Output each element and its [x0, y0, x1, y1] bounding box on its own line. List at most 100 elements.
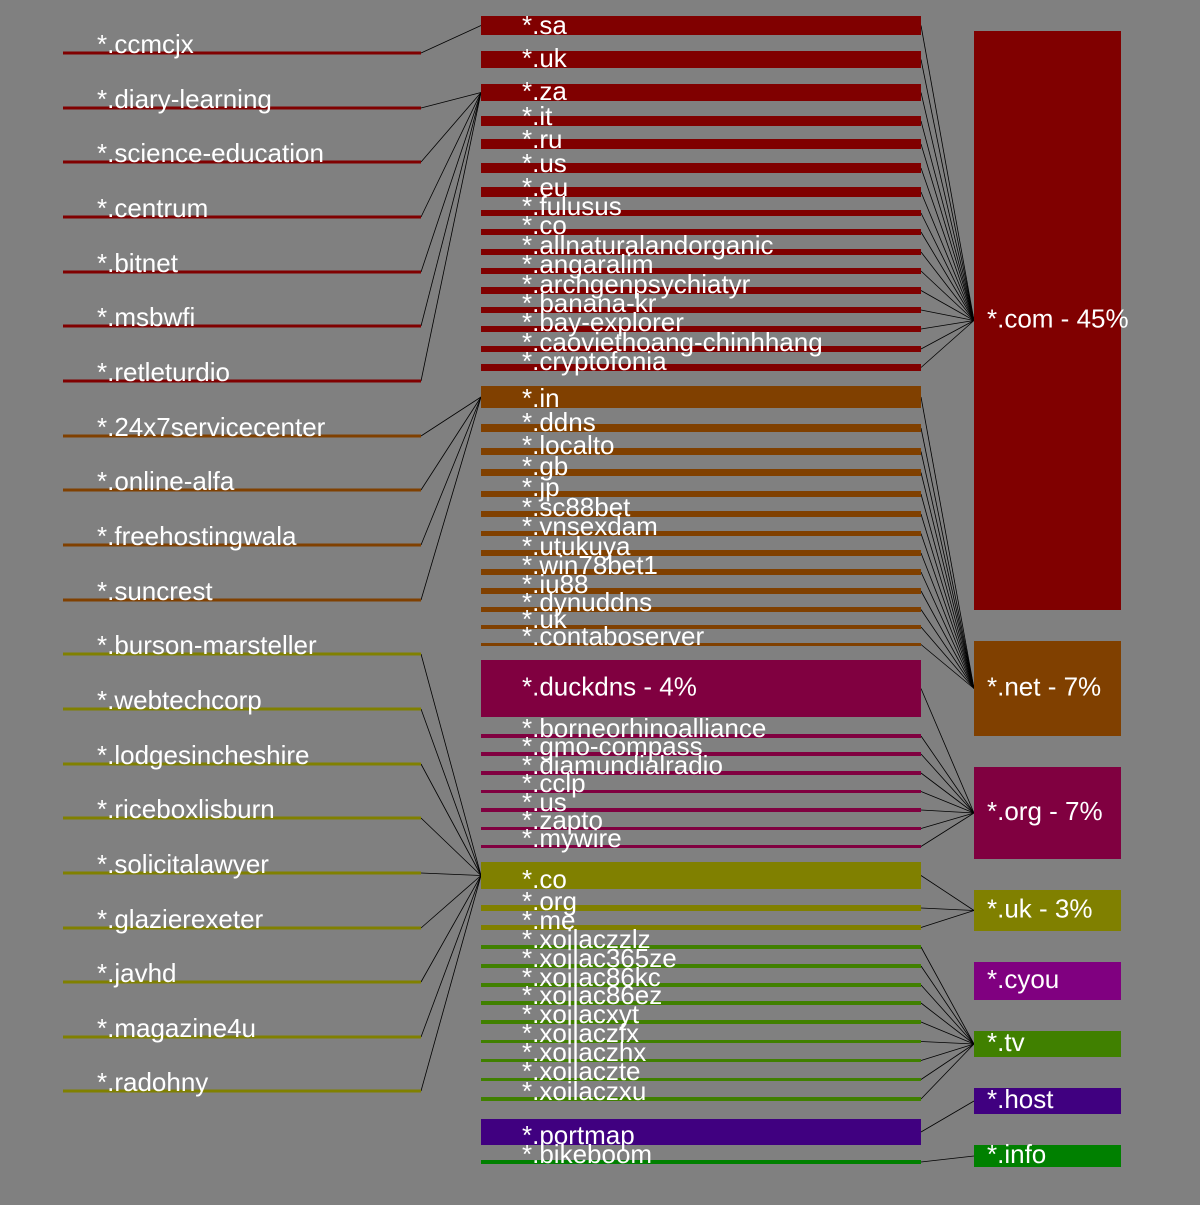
subdomain-bar-science-education: [63, 160, 421, 164]
tld-label-tv: *.tv: [987, 1027, 1025, 1057]
connector-sld-tld-44: [920, 1021, 975, 1045]
sld-label-diamundialradio-32: *.diamundialradio: [522, 750, 723, 780]
sld-bar-localto-18: [481, 448, 921, 455]
subdomain-bar-glazierexeter: [63, 926, 421, 930]
sld-label-in-16: *.in: [522, 383, 560, 413]
connector-sld-tld-39: [920, 910, 975, 928]
connector-sld-tld-17: [920, 427, 975, 689]
sld-label-contaboserver-28: *.contaboserver: [522, 621, 704, 651]
connector-sub-sld-12: [420, 708, 482, 876]
sld-bar-duckdns-4-29: [481, 660, 921, 717]
sld-label-portmap-49: *.portmap: [522, 1120, 635, 1150]
sld-bar-us-34: [481, 808, 921, 812]
connector-sld-tld-0: [920, 25, 975, 321]
sld-label-xoilac86ez-43: *.xoilac86ez: [522, 980, 662, 1010]
sld-bar-xoilacxyt-44: [481, 1020, 921, 1024]
sld-label-cclp-33: *.cclp: [522, 768, 586, 798]
connector-sub-sld-0: [420, 25, 482, 54]
sld-bar-caoviethoang-chinhhang-14: [481, 346, 921, 352]
sld-label-gmo-compass-31: *.gmo-compass: [522, 731, 703, 761]
sld-label-us-34: *.us: [522, 787, 567, 817]
subdomain-bar-webtechcorp: [63, 707, 421, 711]
sld-bar-uk-27: [481, 625, 921, 629]
connector-sld-tld-31: [920, 753, 975, 814]
sld-label-duckdns-4-29: *.duckdns - 4%: [522, 671, 697, 701]
subdomain-label-glazierexeter: *.glazierexeter: [97, 904, 264, 934]
subdomain-label-diary-learning: *.diary-learning: [97, 84, 272, 114]
sld-bar-xoilaczzlz-40: [481, 945, 921, 949]
tld-label-org: *.org - 7%: [987, 796, 1103, 826]
connector-sld-tld-19: [920, 472, 975, 689]
sld-label-za-2: *.za: [522, 76, 567, 106]
sld-bar-gb-19: [481, 469, 921, 476]
sld-label-ru-4: *.ru: [522, 124, 562, 154]
connector-sub-sld-2: [420, 92, 482, 163]
sld-bar-sa-0: [481, 16, 921, 35]
connector-sld-tld-5: [920, 167, 975, 321]
connector-sld-tld-43: [920, 1002, 975, 1045]
connector-sub-sld-3: [420, 92, 482, 218]
connector-sld-tld-6: [920, 191, 975, 321]
connector-sld-tld-29: [920, 688, 975, 814]
sld-label-xoilacxyt-44: *.xoilacxyt: [522, 999, 640, 1029]
connector-sld-tld-50: [920, 1155, 975, 1163]
tld-node-org: [974, 767, 1121, 859]
sld-bar-borneorhinoalliance-30: [481, 734, 921, 738]
connector-lines: [420, 25, 975, 1163]
second-level-column: *.sa*.uk*.za*.it*.ru*.us*.eu*.fulusus*.c…: [481, 10, 921, 1169]
sld-label-banana-kr-12: *.banana-kr: [522, 288, 657, 318]
tld-node-uk: [974, 890, 1121, 931]
sld-bar-gmo-compass-31: [481, 752, 921, 756]
connector-sld-tld-33: [920, 791, 975, 814]
sld-bar-xoilaczte-47: [481, 1078, 921, 1081]
tld-label-info: *.info: [987, 1139, 1046, 1169]
sld-bar-xoilaczfx-45: [481, 1040, 921, 1043]
connector-sld-tld-40: [920, 946, 975, 1045]
subdomain-bar-centrum: [63, 215, 421, 219]
sld-label-me-39: *.me: [522, 905, 575, 935]
connector-sub-sld-13: [420, 763, 482, 876]
connector-sld-tld-37: [920, 875, 975, 911]
connector-sld-tld-10: [920, 270, 975, 321]
subdomain-label-javhd: *.javhd: [97, 958, 177, 988]
subdomain-label-bitnet: *.bitnet: [97, 248, 179, 278]
subdomain-column: *.ccmcjx*.diary-learning*.science-educat…: [63, 29, 421, 1097]
sld-bar-xoilac365ze-41: [481, 964, 921, 968]
connector-sld-tld-46: [920, 1043, 975, 1061]
sld-bar-zapto-35: [481, 827, 921, 830]
connector-sld-tld-3: [920, 120, 975, 321]
connector-sub-sld-18: [420, 875, 482, 1038]
connector-sld-tld-49: [920, 1100, 975, 1133]
sld-bar-xoilac86kc-42: [481, 983, 921, 987]
connector-sld-tld-35: [920, 812, 975, 829]
tld-label-uk: *.uk - 3%: [987, 893, 1093, 923]
sld-bar-us-5: [481, 163, 921, 173]
sld-label-bay-explorer-13: *.bay-explorer: [522, 307, 684, 337]
connector-sub-sld-19: [420, 875, 482, 1092]
connector-sld-tld-7: [920, 212, 975, 321]
tld-node-net: [974, 641, 1121, 736]
sld-label-archgenpsychiatyr-11: *.archgenpsychiatyr: [522, 269, 751, 299]
connector-sub-sld-5: [420, 92, 482, 327]
sld-bar-cryptofonia-15: [481, 364, 921, 371]
subdomain-bar-lodgesincheshire: [63, 762, 421, 766]
sld-bar-cclp-33: [481, 790, 921, 793]
subdomain-label-24x7servicecenter: *.24x7servicecenter: [97, 412, 326, 442]
subdomain-bar-msbwfi: [63, 324, 421, 328]
subdomain-bar-freehostingwala: [63, 543, 421, 547]
sld-label-zapto-35: *.zapto: [522, 805, 603, 835]
tld-node-cyou: [974, 962, 1121, 1000]
connector-sld-tld-15: [920, 320, 975, 368]
subdomain-label-online-alfa: *.online-alfa: [97, 466, 235, 496]
subdomain-bar-javhd: [63, 980, 421, 984]
sld-bar-archgenpsychiatyr-11: [481, 287, 921, 294]
sld-label-cryptofonia-15: *.cryptofonia: [522, 346, 667, 376]
sld-bar-dynuddns-26: [481, 607, 921, 612]
sld-label-allnaturalandorganic-9: *.allnaturalandorganic: [522, 230, 774, 260]
connector-sld-tld-9: [920, 251, 975, 321]
sld-bar-vnsexdam-22: [481, 531, 921, 536]
connector-sub-sld-10: [420, 396, 482, 601]
connector-sld-tld-16: [920, 396, 975, 689]
